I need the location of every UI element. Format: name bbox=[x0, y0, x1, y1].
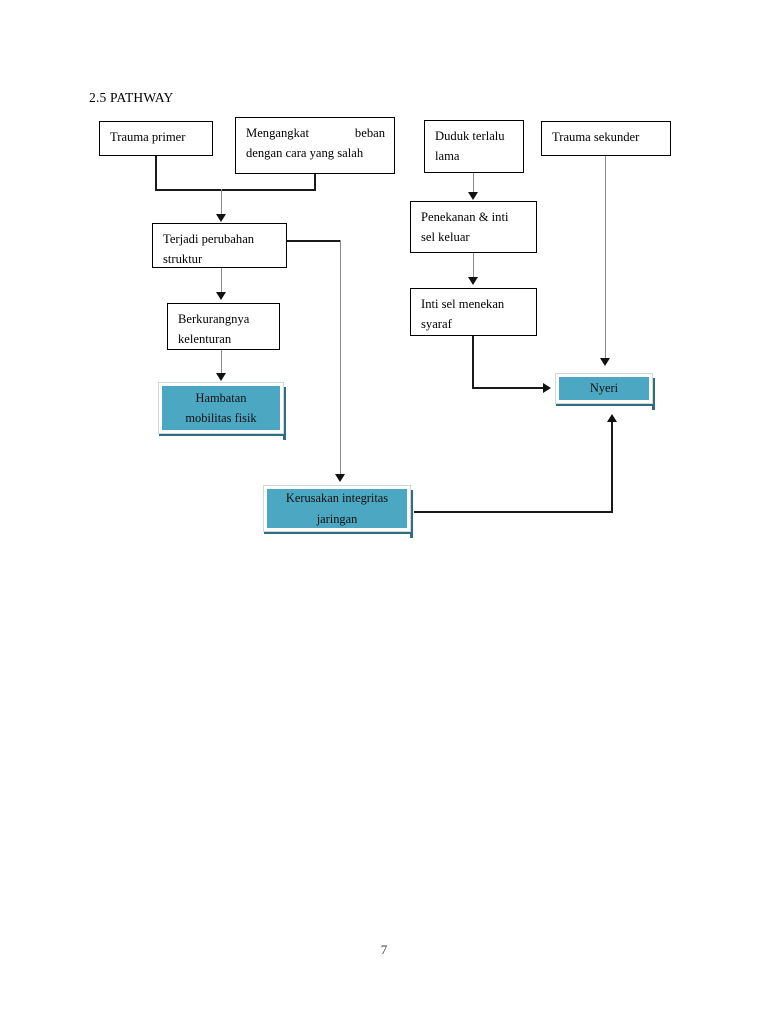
node-line: mobilitas fisik bbox=[185, 411, 257, 425]
node-line: lama bbox=[435, 149, 460, 164]
edge-penekanan-to-intisel bbox=[473, 253, 474, 278]
arrow-up-icon bbox=[607, 414, 617, 422]
arrow-down-icon bbox=[216, 292, 226, 300]
node-berkurangnya-kelenturan: Berkurangnya kelenturan bbox=[167, 303, 280, 350]
teal-shadow bbox=[410, 490, 413, 538]
node-line: Berkurangnya bbox=[178, 312, 250, 326]
node-nyeri: Nyeri bbox=[555, 373, 658, 410]
arrow-down-icon bbox=[468, 277, 478, 285]
node-line: sel keluar bbox=[421, 230, 470, 245]
edge-kerusakan-up bbox=[611, 422, 613, 512]
node-inti-sel-menekan-syaraf: Inti sel menekan syaraf bbox=[410, 288, 537, 336]
arrow-down-icon bbox=[216, 373, 226, 381]
edge-struktur-to-kelenturan bbox=[221, 268, 222, 293]
node-line: struktur bbox=[163, 252, 203, 267]
node-mengangkat-beban: Mengangkat beban dengan cara yang salah bbox=[235, 117, 395, 174]
node-line: Kerusakan integritas bbox=[285, 491, 389, 506]
arrow-right-icon bbox=[543, 383, 551, 393]
edge-kelenturan-to-hambatan bbox=[221, 350, 222, 375]
node-trauma-primer: Trauma primer bbox=[99, 121, 213, 156]
teal-shadow bbox=[652, 378, 655, 410]
edge-intisel-down bbox=[472, 336, 474, 388]
edge-duduk-to-penekanan bbox=[473, 173, 474, 193]
node-duduk-terlalu-lama: Duduk terlalu lama bbox=[424, 120, 524, 173]
arrow-down-icon bbox=[216, 214, 226, 222]
arrow-down-icon bbox=[600, 358, 610, 366]
node-line: Terjadi perubahan bbox=[163, 232, 255, 246]
page-number: 7 bbox=[380, 942, 388, 957]
node-line: jaringan bbox=[316, 511, 358, 526]
arrow-down-icon bbox=[468, 192, 478, 200]
arrow-down-icon bbox=[335, 474, 345, 482]
edge-struktur-right bbox=[287, 240, 341, 242]
node-line: Inti sel menekan bbox=[421, 297, 505, 311]
edge-mengangkat-down bbox=[314, 174, 316, 190]
teal-shadow bbox=[556, 403, 655, 406]
node-line: Trauma sekunder bbox=[552, 130, 640, 144]
edge-trauma-primer-down bbox=[155, 156, 157, 190]
node-line: Duduk terlalu bbox=[435, 129, 505, 143]
node-kerusakan-integritas-jaringan: Kerusakan integritas jaringan bbox=[263, 485, 416, 538]
teal-shadow bbox=[264, 531, 413, 534]
node-penekanan-inti-sel-keluar: Penekanan & inti sel keluar bbox=[410, 201, 537, 253]
node-line: Trauma primer bbox=[110, 130, 186, 144]
node-line: Hambatan bbox=[195, 390, 247, 405]
node-line: Mengangkat beban bbox=[246, 126, 385, 140]
node-line: dengan cara yang salah bbox=[246, 146, 364, 161]
edge-struktur-down-long bbox=[340, 240, 341, 476]
node-line: kelenturan bbox=[178, 332, 232, 347]
node-trauma-sekunder: Trauma sekunder bbox=[541, 121, 671, 156]
edge-kerusakan-right bbox=[414, 511, 613, 513]
node-line: Penekanan & inti bbox=[421, 210, 509, 224]
edge-merge-horizontal bbox=[155, 189, 316, 191]
page-title: 2.5 PATHWAY bbox=[89, 90, 174, 105]
node-terjadi-perubahan-struktur: Terjadi perubahan struktur bbox=[152, 223, 287, 268]
node-line: Nyeri bbox=[589, 381, 619, 396]
teal-shadow bbox=[283, 387, 286, 440]
node-hambatan-mobilitas-fisik: Hambatan mobilitas fisik bbox=[158, 382, 289, 440]
edge-merge-to-struktur bbox=[221, 189, 222, 216]
edge-traumasekunder-down bbox=[605, 156, 606, 359]
edge-intisel-right bbox=[472, 387, 544, 389]
teal-shadow bbox=[159, 433, 286, 436]
node-line: syaraf bbox=[421, 317, 452, 332]
